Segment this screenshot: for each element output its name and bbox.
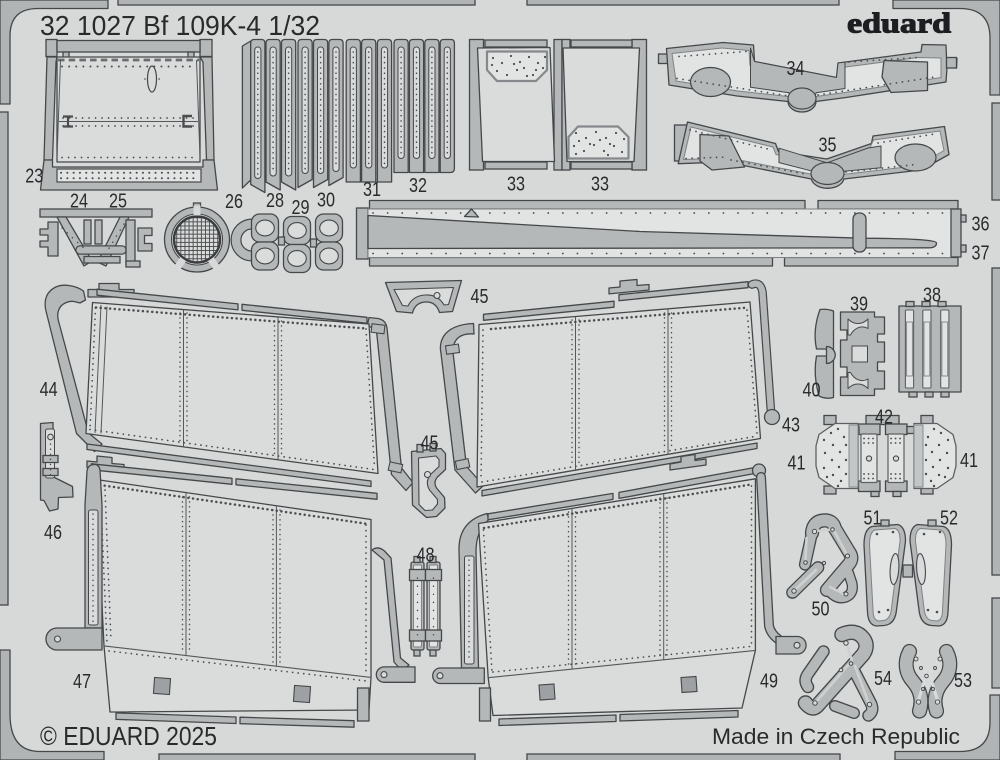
svg-text:33: 33 — [591, 174, 609, 196]
svg-text:46: 46 — [44, 522, 62, 544]
svg-text:50: 50 — [812, 599, 830, 621]
svg-text:33: 33 — [507, 174, 525, 196]
svg-text:43: 43 — [782, 415, 800, 437]
svg-text:41: 41 — [960, 450, 978, 472]
svg-text:54: 54 — [874, 668, 892, 690]
svg-text:49: 49 — [760, 671, 778, 693]
svg-text:48: 48 — [417, 545, 435, 567]
svg-text:52: 52 — [940, 508, 958, 530]
svg-text:45: 45 — [471, 286, 489, 308]
svg-text:Made in Czech Republic: Made in Czech Republic — [712, 724, 960, 749]
svg-text:45: 45 — [421, 433, 439, 455]
svg-text:25: 25 — [109, 191, 127, 213]
svg-text:36: 36 — [972, 214, 990, 236]
svg-text:38: 38 — [923, 285, 941, 307]
svg-text:eduard: eduard — [847, 8, 951, 40]
svg-text:44: 44 — [40, 379, 58, 401]
svg-text:26: 26 — [225, 191, 243, 213]
svg-text:32: 32 — [409, 175, 427, 197]
svg-text:41: 41 — [788, 453, 806, 475]
svg-text:29: 29 — [292, 197, 310, 219]
svg-text:37: 37 — [972, 243, 990, 265]
svg-text:39: 39 — [850, 294, 868, 316]
svg-text:34: 34 — [787, 58, 805, 80]
svg-text:42: 42 — [875, 407, 893, 429]
svg-text:24: 24 — [70, 191, 88, 213]
svg-text:30: 30 — [317, 190, 335, 212]
svg-text:31: 31 — [363, 179, 381, 201]
svg-text:47: 47 — [73, 671, 91, 693]
svg-text:51: 51 — [864, 508, 882, 530]
svg-text:53: 53 — [954, 670, 972, 692]
svg-text:40: 40 — [803, 380, 821, 402]
svg-text:35: 35 — [819, 135, 837, 157]
svg-text:© EDUARD 2025: © EDUARD 2025 — [40, 723, 217, 751]
svg-text:28: 28 — [266, 190, 284, 212]
svg-text:23: 23 — [25, 165, 43, 187]
svg-text:32 1027 Bf 109K-4 1/32: 32 1027 Bf 109K-4 1/32 — [40, 10, 320, 41]
